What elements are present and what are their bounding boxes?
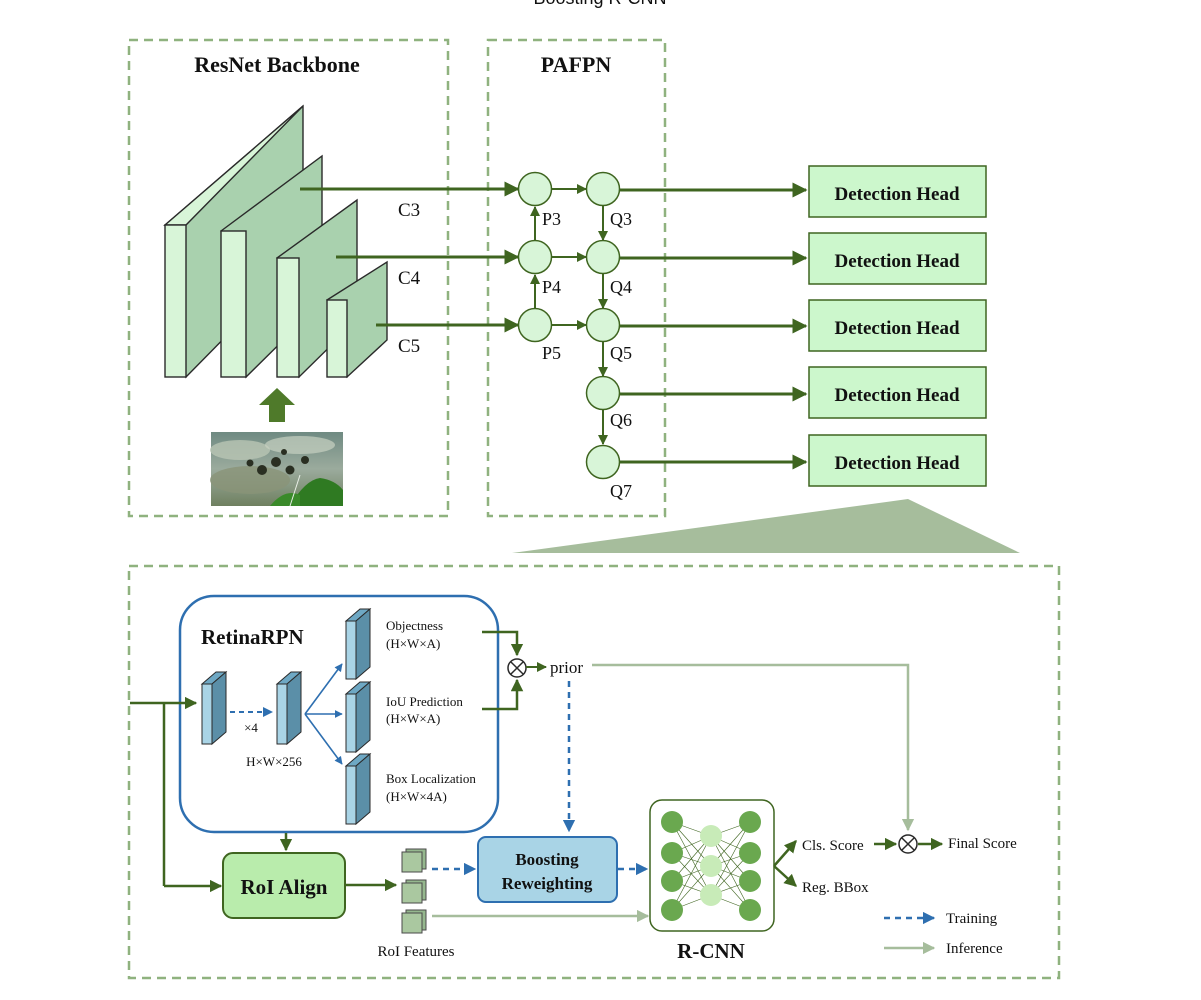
input-up-arrow [259,388,295,422]
repeat-label: ×4 [244,720,258,735]
reg-bbox-label: Reg. BBox [802,880,869,896]
box-dim: (H×W×4A) [386,789,447,804]
backbone-block-4 [326,260,388,379]
iou-dim: (H×W×A) [386,711,440,726]
legend: Training Inference [884,911,1003,957]
box-label: Box Localization [386,771,476,786]
rcnn-connection [671,835,712,911]
detection-head-4: Detection Head [808,366,987,419]
detection-head-label: Detection Head [834,251,959,272]
node-q6 [585,375,621,411]
detection-head-2: Detection Head [808,232,987,285]
rcnn-label: R-CNN [677,939,745,963]
roi-align-label: RoI Align [241,875,328,899]
node-p3 [517,171,553,207]
retinarpn-title: RetinaRPN [201,625,304,649]
label-q5: Q5 [610,343,632,363]
detection-head-label: Detection Head [834,385,959,406]
rcnn-neuron [661,811,683,833]
figure-title: Boosting R-CNN [533,0,666,8]
legend-inference-label: Inference [946,941,1003,957]
label-p4: P4 [542,277,561,297]
rcnn-neuron [661,842,683,864]
rcnn-network [661,811,761,921]
label-q3: Q3 [610,209,632,229]
final-multiply-operator [898,834,918,854]
stage-label-c4: C4 [398,268,421,289]
prior-label: prior [550,658,583,677]
node-p5 [517,307,553,343]
rcnn-neuron [700,855,722,877]
stage-label-c3: C3 [398,200,420,221]
detection-head-label: Detection Head [834,453,959,474]
objectness-label: Objectness [386,618,443,633]
label-q7: Q7 [610,481,632,501]
cls-score-label: Cls. Score [802,838,864,854]
rcnn-neuron [739,811,761,833]
head-detail-panel [127,564,1061,980]
final-score-label: Final Score [948,836,1017,852]
node-q3 [585,171,621,207]
multiply-operator [507,658,527,678]
boosting-label-line1: Boosting [515,850,579,869]
node-p4 [517,239,553,275]
label-p5: P5 [542,343,561,363]
feature-dim-label: H×W×256 [246,754,302,769]
rcnn-neuron [661,899,683,921]
label-q4: Q4 [610,277,632,297]
iou-label: IoU Prediction [386,694,463,709]
rpn-shared-feature [275,670,303,746]
backbone-panel [127,38,450,518]
node-q7 [585,444,621,480]
arrow-rpn-box [304,713,343,765]
roi-features-label: RoI Features [377,944,454,960]
rcnn-neuron [739,899,761,921]
detection-head-label: Detection Head [834,184,959,205]
node-q5 [585,307,621,343]
rcnn-connection [710,835,751,911]
input-image [210,432,343,507]
rcnn-neuron [661,870,683,892]
legend-training-label: Training [946,911,998,927]
detection-head-1: Detection Head [808,165,987,218]
label-p3: P3 [542,209,561,229]
node-q4 [585,239,621,275]
arrow-iou-mult [482,678,524,711]
roi-feature-stack [401,848,427,934]
pafpn-title: PAFPN [541,52,612,77]
arrow-rpn-objectness [304,663,343,715]
rcnn-neuron [739,870,761,892]
pafpn-panel [486,38,667,518]
stage-label-c5: C5 [398,336,420,357]
boosting-reweighting-box: Boosting Reweighting [477,836,618,903]
backbone-title: ResNet Backbone [194,52,360,77]
zoom-connector [512,499,1020,553]
detection-head-5: Detection Head [808,434,987,487]
iou-feature [344,680,372,754]
objectness-dim: (H×W×A) [386,636,440,651]
objectness-feature [344,607,372,681]
arrow-rcnn-cls [773,840,797,867]
boosting-label-line2: Reweighting [502,874,593,893]
label-q6: Q6 [610,410,632,430]
rcnn-neuron [700,884,722,906]
arrow-prior-final [592,663,915,832]
roi-align-box: RoI Align [222,852,346,919]
rcnn-neuron [739,842,761,864]
rcnn-neuron [700,825,722,847]
detection-head-3: Detection Head [808,299,987,352]
rcnn-connection [710,821,751,896]
arrow-rcnn-reg [773,865,797,887]
rpn-input-feature [200,670,228,746]
arrow-objectness-mult [482,630,524,657]
box-feature [344,752,372,826]
detection-head-label: Detection Head [834,318,959,339]
